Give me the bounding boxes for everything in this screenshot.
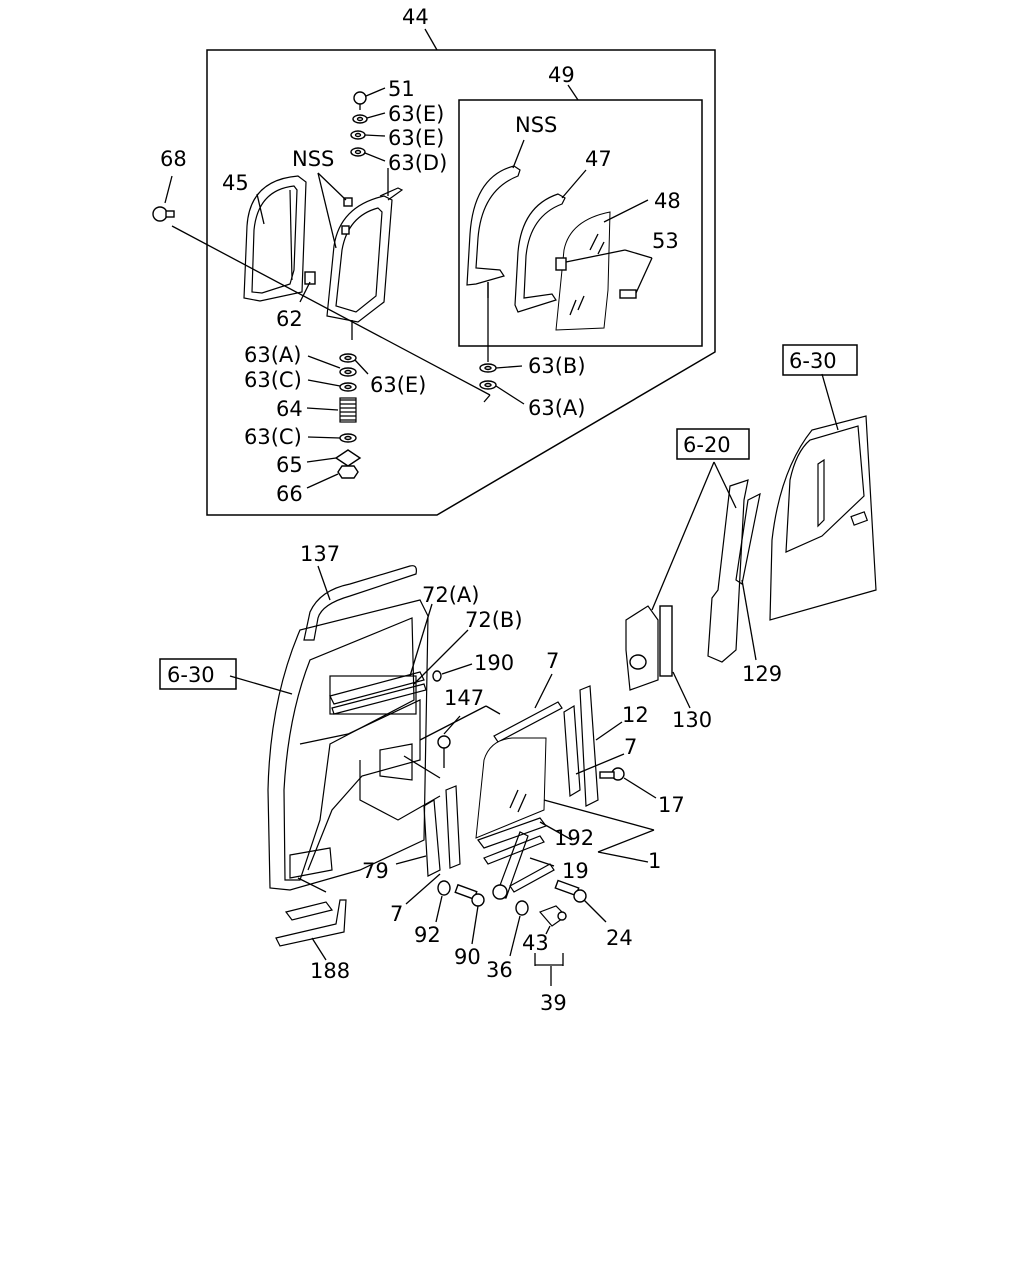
callout-72a: 72(A) <box>422 583 479 607</box>
callout-92: 92 <box>414 923 441 947</box>
part-36-washer <box>515 900 529 916</box>
callout-nss: NSS <box>292 147 334 171</box>
callout-90: 90 <box>454 945 481 969</box>
part-72-belt-moldings <box>329 671 427 715</box>
part-79-front-run <box>423 785 461 877</box>
part-43-handle <box>538 905 567 927</box>
callout-188: 188 <box>310 959 350 983</box>
callout-43: 43 <box>522 931 549 955</box>
callout-62: 62 <box>276 307 303 331</box>
part-19-regulator <box>483 831 555 900</box>
part-48-vent-glass <box>555 211 611 331</box>
part-92-washer <box>437 880 451 896</box>
callout-7: 7 <box>546 649 559 673</box>
washer-stack-top <box>350 114 368 157</box>
part-130-pillar-cover <box>625 605 673 691</box>
callout-12: 12 <box>622 703 649 727</box>
part-nss-seal <box>466 165 521 298</box>
callout-39: 39 <box>540 991 567 1015</box>
part-62-clip <box>304 271 316 285</box>
callout-137: 137 <box>300 542 340 566</box>
callout-68: 68 <box>160 147 187 171</box>
callout-49: 49 <box>548 63 575 87</box>
washer-stack-bottom <box>334 353 362 479</box>
callout-7: 7 <box>624 735 637 759</box>
callout-63a: 63(A) <box>528 396 585 420</box>
callout-51: 51 <box>388 77 415 101</box>
part-90-bolt <box>454 883 485 907</box>
callout-47: 47 <box>585 147 612 171</box>
callout-45: 45 <box>222 171 249 195</box>
reference-6-30[interactable]: 6-30 <box>789 349 837 373</box>
callout-nss: NSS <box>515 113 557 137</box>
part-51-screw <box>353 91 367 110</box>
part-129-pillar-trim <box>707 479 761 663</box>
callout-24: 24 <box>606 926 633 950</box>
callout-19: 19 <box>562 859 589 883</box>
callout-53: 53 <box>652 229 679 253</box>
vent-frame-center <box>326 168 404 340</box>
assembly-49-outline <box>458 99 703 347</box>
callout-129: 129 <box>742 662 782 686</box>
callout-7: 7 <box>390 902 403 926</box>
callout-130: 130 <box>672 708 712 732</box>
callout-190: 190 <box>474 651 514 675</box>
callout-147: 147 <box>444 686 484 710</box>
callout-63e: 63(E) <box>388 126 444 150</box>
callout-36: 36 <box>486 958 513 982</box>
callout-192: 192 <box>554 826 594 850</box>
part-1-door-glass <box>475 737 655 853</box>
callout-64: 64 <box>276 397 303 421</box>
part-24-bolt <box>554 879 587 903</box>
callout-79: 79 <box>362 859 389 883</box>
callout-63e: 63(E) <box>388 102 444 126</box>
reference-6-30[interactable]: 6-30 <box>167 663 215 687</box>
callout-65: 65 <box>276 453 303 477</box>
callout-44: 44 <box>402 5 429 29</box>
callout-72b: 72(B) <box>465 608 523 632</box>
callout-63a: 63(A) <box>244 343 301 367</box>
part-7-upper-run <box>493 701 563 743</box>
callout-48: 48 <box>654 189 681 213</box>
callout-63d: 63(D) <box>388 151 447 175</box>
callout-63c: 63(C) <box>244 368 302 392</box>
assembly-44-outline <box>206 49 716 516</box>
part-190-clip <box>432 670 442 682</box>
door-panel <box>267 599 441 891</box>
callout-1: 1 <box>648 849 661 873</box>
part-53-hinge <box>555 257 637 299</box>
part-17-bolt <box>599 767 625 781</box>
callout-66: 66 <box>276 482 303 506</box>
part-188-lower-seal <box>275 899 347 947</box>
part-147-screw <box>437 735 451 768</box>
part-68-bolt <box>152 206 175 222</box>
callout-63c: 63(C) <box>244 425 302 449</box>
callout-63e: 63(E) <box>370 373 426 397</box>
callout-63b: 63(B) <box>528 354 586 378</box>
part-47-run-channel <box>514 193 566 313</box>
reference-6-20[interactable]: 6-20 <box>683 433 731 457</box>
cab-side-panel <box>769 415 877 621</box>
part-45-vent-seal <box>243 175 307 302</box>
part-12-rear-run <box>563 685 599 807</box>
part-137-weatherstrip <box>303 565 417 641</box>
callout-17: 17 <box>658 793 685 817</box>
